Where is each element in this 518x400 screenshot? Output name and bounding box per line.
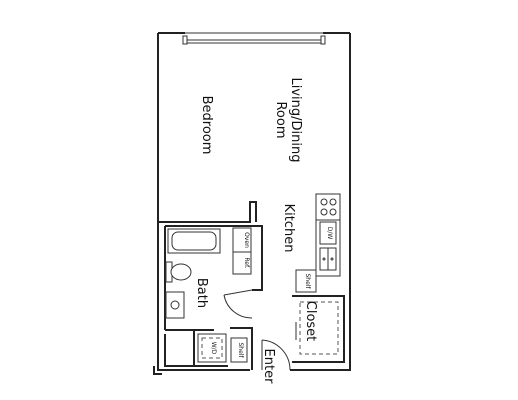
window — [182, 32, 326, 45]
entry-shelf: Shelf — [230, 337, 248, 363]
enter-label: Enter — [261, 349, 276, 385]
kitchen-shelf-label: Shelf — [304, 273, 311, 289]
closet-label: Closet — [303, 301, 318, 342]
bedroom-partition — [158, 201, 257, 223]
kitchen-shelf: Shelf — [295, 269, 317, 293]
refrigerator: Ref. — [232, 251, 252, 275]
bedroom-label: Bedroom — [199, 96, 214, 155]
closet — [292, 295, 345, 363]
toilet — [165, 261, 192, 283]
wd-label: W/D — [210, 342, 217, 355]
oven-label: Oven — [243, 232, 250, 248]
exterior-walls — [153, 32, 351, 375]
bath-walls — [164, 225, 263, 370]
dw-label: D/W — [326, 227, 333, 240]
kitchen-label: Kitchen — [281, 204, 296, 253]
entry-shelf-label: Shelf — [237, 342, 244, 358]
oven: Oven — [232, 227, 252, 253]
bath-label: Bath — [194, 278, 209, 308]
ref-label: Ref. — [243, 257, 250, 268]
bath-door — [223, 289, 253, 319]
kitchen-counter: D/W — [315, 193, 341, 277]
entry-door — [261, 339, 291, 371]
living-dining-label-line1: Living/Dining — [288, 78, 303, 163]
bathtub — [167, 228, 221, 254]
bath-sink — [165, 291, 185, 319]
living-dining-label-line2: Room — [273, 101, 288, 138]
washer-dryer: W/D — [197, 333, 227, 363]
